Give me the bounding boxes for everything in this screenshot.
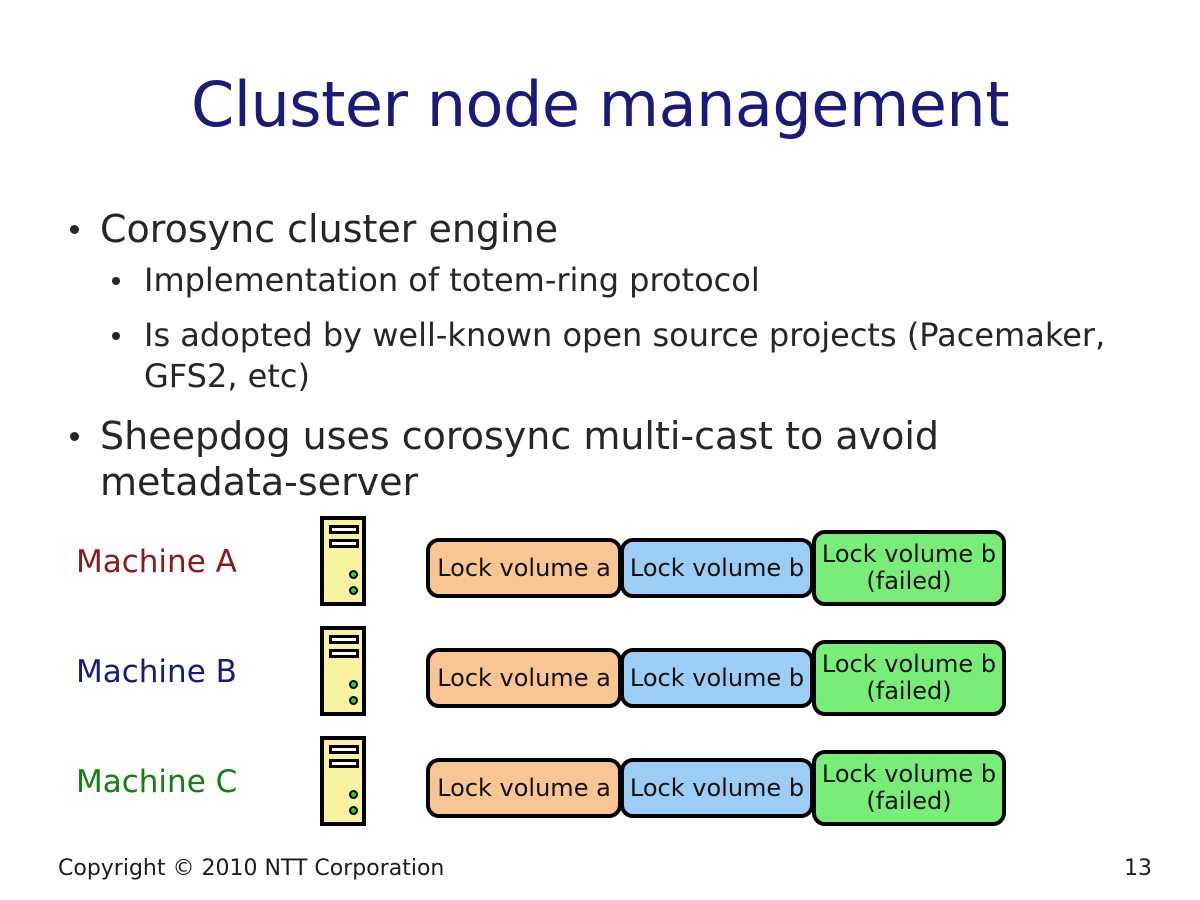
machine-row: Machine A Lock volume a Lock volume b Lo…: [0, 508, 1200, 618]
bullet-item-totem-ring: Implementation of totem-ring protocol: [58, 260, 1138, 301]
lock-volume-label: Lock volume b: [821, 540, 997, 568]
lock-volume-a-box[interactable]: Lock volume a: [426, 538, 622, 598]
bullet-item-open-source-projects: Is adopted by well-known open source pro…: [58, 315, 1138, 397]
status-led-icon: [349, 806, 358, 815]
bullet-item-corosync-cluster-engine: Corosync cluster engine: [58, 206, 1138, 252]
server-tower-icon: [320, 736, 366, 826]
server-tower-icon: [320, 626, 366, 716]
page-number: 13: [1124, 856, 1152, 881]
status-led-icon: [349, 696, 358, 705]
drive-bay-icon: [329, 759, 359, 768]
server-tower-icon: [320, 516, 366, 606]
lock-volume-label: Lock volume b: [821, 760, 997, 788]
lock-volume-state-label: (failed): [866, 677, 952, 705]
machine-label-b: Machine B: [76, 654, 237, 690]
drive-bay-icon: [329, 649, 359, 658]
lock-volume-label: Lock volume b: [629, 773, 805, 802]
bullet-dot-icon: [70, 225, 79, 234]
lock-volume-state-label: (failed): [866, 567, 952, 595]
machine-label-c: Machine C: [76, 764, 238, 800]
lock-volume-state-label: (failed): [866, 787, 952, 815]
bullet-dot-icon: [112, 332, 120, 340]
bullet-text: Is adopted by well-known open source pro…: [144, 316, 1106, 395]
cluster-diagram: Machine A Lock volume a Lock volume b Lo…: [0, 508, 1200, 838]
bullet-text: Sheepdog uses corosync multi-cast to avo…: [100, 414, 940, 504]
status-led-icon: [349, 570, 358, 579]
copyright-notice: Copyright © 2010 NTT Corporation: [58, 856, 445, 881]
machine-row: Machine C Lock volume a Lock volume b Lo…: [0, 728, 1200, 838]
bullet-list: Corosync cluster engine Implementation o…: [58, 206, 1138, 513]
bullet-dot-icon: [112, 277, 120, 285]
drive-bay-icon: [329, 745, 359, 754]
bullet-text: Corosync cluster engine: [100, 207, 559, 251]
status-led-icon: [349, 586, 358, 595]
lock-volume-label: Lock volume a: [437, 663, 611, 692]
status-led-icon: [349, 790, 358, 799]
lock-volume-a-box[interactable]: Lock volume a: [426, 758, 622, 818]
machine-row: Machine B Lock volume a Lock volume b Lo…: [0, 618, 1200, 728]
lock-volume-b-failed-box[interactable]: Lock volume b (failed): [812, 640, 1006, 716]
machine-label-a: Machine A: [76, 544, 237, 580]
bullet-dot-icon: [70, 432, 79, 441]
page-title: Cluster node management: [190, 68, 1010, 141]
lock-volume-label: Lock volume b: [629, 553, 805, 582]
lock-volume-label: Lock volume a: [437, 553, 611, 582]
lock-volume-label: Lock volume a: [437, 773, 611, 802]
lock-volume-b-box[interactable]: Lock volume b: [620, 648, 814, 708]
drive-bay-icon: [329, 539, 359, 548]
lock-volume-b-failed-box[interactable]: Lock volume b (failed): [812, 750, 1006, 826]
lock-volume-b-box[interactable]: Lock volume b: [620, 538, 814, 598]
status-led-icon: [349, 680, 358, 689]
lock-volume-label: Lock volume b: [821, 650, 997, 678]
drive-bay-icon: [329, 525, 359, 534]
lock-volume-b-box[interactable]: Lock volume b: [620, 758, 814, 818]
lock-volume-b-failed-box[interactable]: Lock volume b (failed): [812, 530, 1006, 606]
bullet-item-sheepdog-multicast: Sheepdog uses corosync multi-cast to avo…: [58, 413, 1138, 505]
lock-volume-label: Lock volume b: [629, 663, 805, 692]
bullet-text: Implementation of totem-ring protocol: [144, 261, 760, 299]
drive-bay-icon: [329, 635, 359, 644]
lock-volume-a-box[interactable]: Lock volume a: [426, 648, 622, 708]
